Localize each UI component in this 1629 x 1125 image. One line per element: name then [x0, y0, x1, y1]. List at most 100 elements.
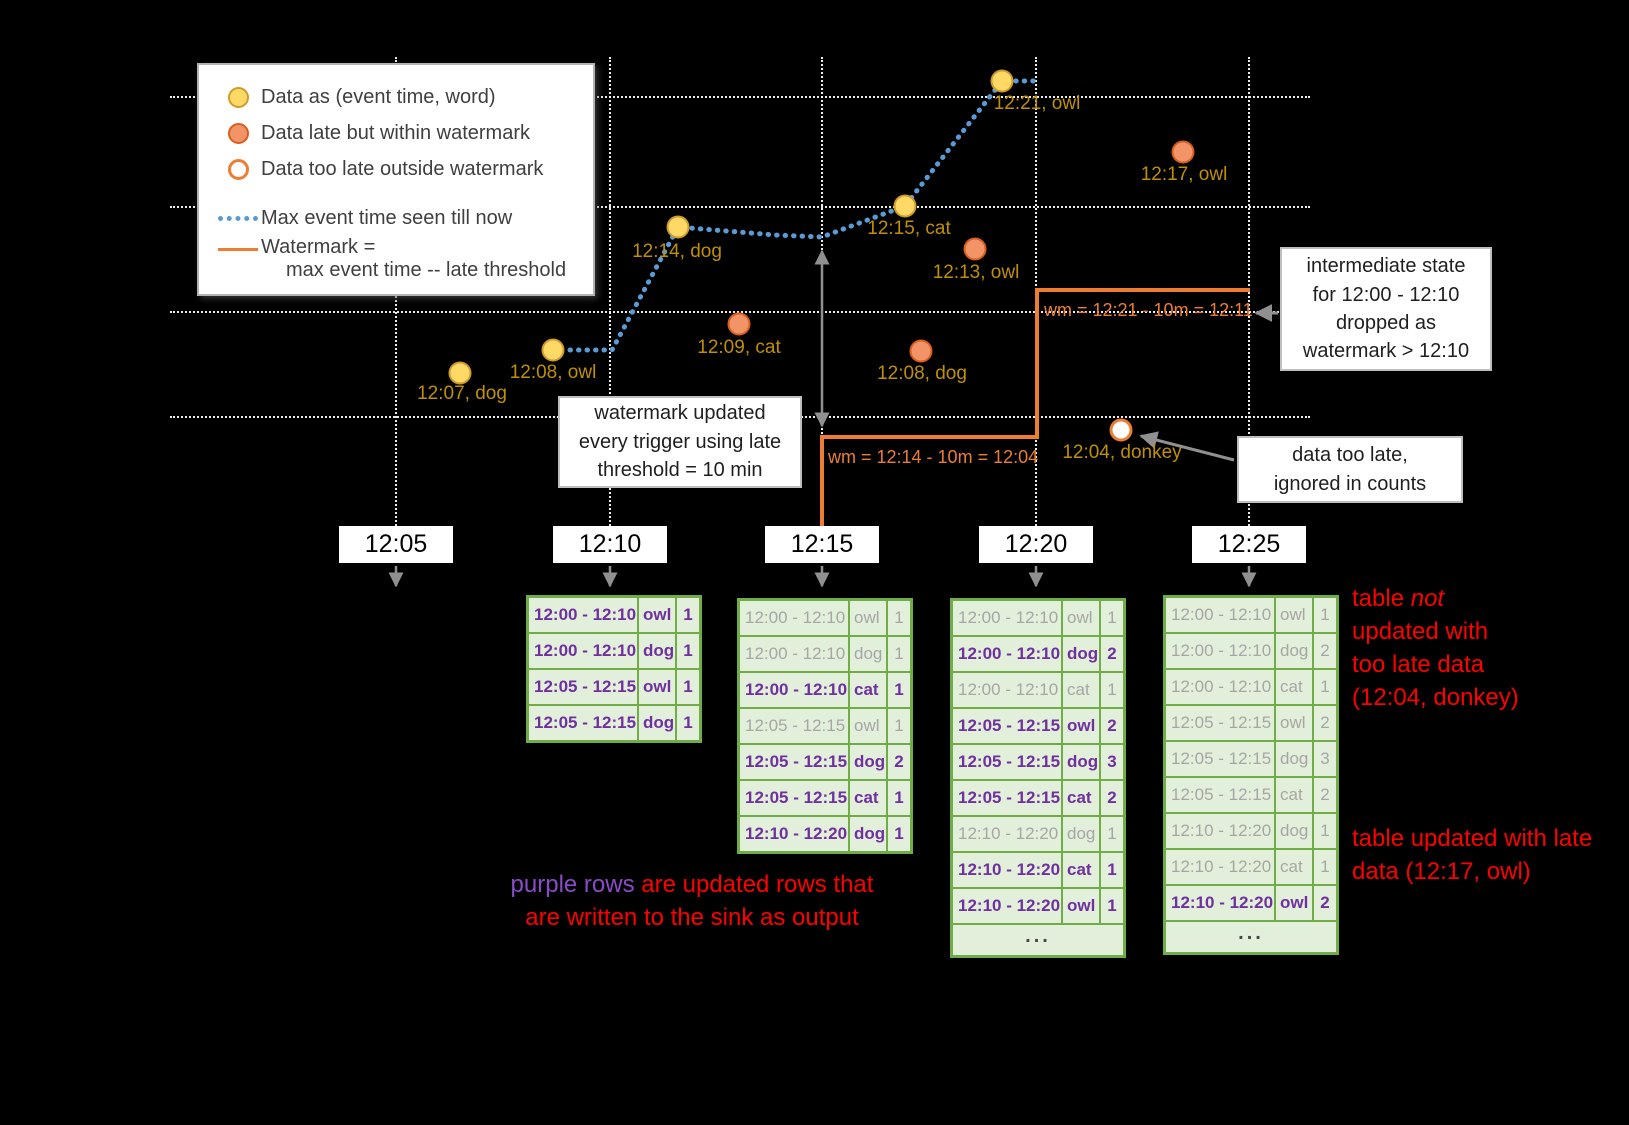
data-point-label: 12:17, owl — [1140, 164, 1228, 185]
max-event-line-icon — [215, 215, 261, 221]
data-point-ontime — [448, 361, 472, 385]
note-text: are updated rows that — [634, 871, 874, 898]
legend-item: Max event time seen till now — [215, 200, 579, 236]
word-cell: cat — [850, 673, 886, 707]
word-cell: cat — [1063, 673, 1099, 707]
count-cell: 1 — [888, 817, 910, 851]
count-cell: 1 — [888, 709, 910, 743]
data-point-ontime — [666, 215, 690, 239]
window-cell: 12:00 - 12:10 — [1166, 670, 1274, 704]
legend-label: Data too late outside watermark — [261, 157, 544, 180]
data-point-late — [1171, 140, 1195, 164]
data-point-ontime — [541, 338, 565, 362]
word-cell: cat — [1276, 670, 1312, 704]
data-point-late — [963, 237, 987, 261]
max-event-time-line — [550, 78, 1043, 353]
count-cell: 2 — [1314, 886, 1336, 920]
count-cell: 2 — [1101, 781, 1123, 815]
window-cell: 12:00 - 12:10 — [740, 673, 848, 707]
window-cell: 12:10 - 12:20 — [1166, 886, 1274, 920]
word-cell: dog — [850, 637, 886, 671]
window-cell: 12:05 - 12:15 — [529, 670, 637, 704]
data-point-label: 12:21, owl — [993, 93, 1081, 114]
word-cell: dog — [1063, 745, 1099, 779]
data-point-label: 12:15, cat — [867, 218, 951, 239]
count-cell: 1 — [677, 634, 699, 668]
trigger-time-box: 12:15 — [765, 526, 879, 563]
window-cell: 12:00 - 12:10 — [953, 601, 1061, 635]
callout-watermark-update: watermark updated every trigger using la… — [558, 396, 802, 488]
count-cell: 1 — [1314, 814, 1336, 848]
count-cell: 1 — [1314, 598, 1336, 632]
count-cell: 2 — [1314, 706, 1336, 740]
word-cell: cat — [1063, 781, 1099, 815]
word-cell: cat — [1063, 853, 1099, 887]
legend-label: Max event time seen till now — [261, 206, 513, 229]
data-point-label: 12:04, donkey — [1062, 442, 1182, 463]
note-text: table — [1352, 585, 1411, 612]
count-cell: 3 — [1101, 745, 1123, 779]
window-cell: 12:10 - 12:20 — [1166, 850, 1274, 884]
count-cell: 2 — [1101, 637, 1123, 671]
data-point-label: 12:09, cat — [697, 337, 781, 358]
more-rows-ellipsis: ... — [1166, 922, 1336, 952]
word-cell: dog — [1063, 817, 1099, 851]
window-cell: 12:10 - 12:20 — [953, 853, 1061, 887]
word-cell: cat — [1276, 778, 1312, 812]
data-point-label: 12:07, dog — [417, 383, 507, 404]
count-cell: 1 — [888, 637, 910, 671]
note-text: are written to the sink as output — [525, 904, 859, 932]
count-cell: 2 — [1314, 634, 1336, 668]
window-cell: 12:10 - 12:20 — [953, 889, 1061, 923]
word-cell: cat — [1276, 850, 1312, 884]
word-cell: owl — [1276, 886, 1312, 920]
watermark-value-2: wm = 12:21 - 10m = 12:11 — [1044, 300, 1253, 320]
data-point-late — [727, 312, 751, 336]
note-too-late-table: table not updated with too late data (12… — [1352, 582, 1519, 714]
too-late-dot-icon — [215, 158, 261, 180]
word-cell: owl — [1063, 889, 1099, 923]
window-cell: 12:00 - 12:10 — [529, 634, 637, 668]
data-point-label: 12:08, owl — [509, 362, 597, 383]
late-dot-icon — [215, 122, 261, 144]
data-point-ontime — [990, 69, 1014, 93]
count-cell: 1 — [677, 706, 699, 740]
count-cell: 3 — [1314, 742, 1336, 776]
note-text-italic: not — [1410, 585, 1445, 612]
data-point-ontime — [893, 194, 917, 218]
count-cell: 1 — [1314, 670, 1336, 704]
word-cell: owl — [1063, 709, 1099, 743]
trigger-time-box: 12:25 — [1192, 526, 1306, 563]
window-cell: 12:10 - 12:20 — [740, 817, 848, 851]
word-cell: dog — [639, 634, 675, 668]
note-purple-rows: purple rows are updated rows that are wr… — [492, 868, 892, 934]
data-point-toolate — [1109, 418, 1133, 442]
data-point-label: 12:14, dog — [632, 241, 722, 262]
legend-label: Data late but within watermark — [261, 121, 531, 144]
trigger-time-box: 12:05 — [339, 526, 453, 563]
trigger-time-box: 12:10 — [553, 526, 667, 563]
window-cell: 12:00 - 12:10 — [953, 637, 1061, 671]
data-point-label: 12:13, owl — [932, 262, 1020, 283]
window-cell: 12:05 - 12:15 — [1166, 742, 1274, 776]
word-cell: cat — [850, 781, 886, 815]
window-cell: 12:05 - 12:15 — [1166, 778, 1274, 812]
count-cell: 1 — [1101, 817, 1123, 851]
word-cell: dog — [1276, 634, 1312, 668]
window-cell: 12:05 - 12:15 — [529, 706, 637, 740]
trigger-time-box: 12:20 — [979, 526, 1093, 563]
window-cell: 12:05 - 12:15 — [953, 745, 1061, 779]
word-cell: owl — [639, 598, 675, 632]
count-cell: 1 — [888, 601, 910, 635]
legend-label: Watermark = max event time -- late thres… — [261, 236, 567, 281]
callout-intermediate-state: intermediate state for 12:00 - 12:10 dro… — [1280, 247, 1492, 371]
count-cell: 1 — [677, 670, 699, 704]
window-cell: 12:10 - 12:20 — [1166, 814, 1274, 848]
word-cell: dog — [639, 706, 675, 740]
count-cell: 1 — [888, 673, 910, 707]
word-cell: owl — [639, 670, 675, 704]
